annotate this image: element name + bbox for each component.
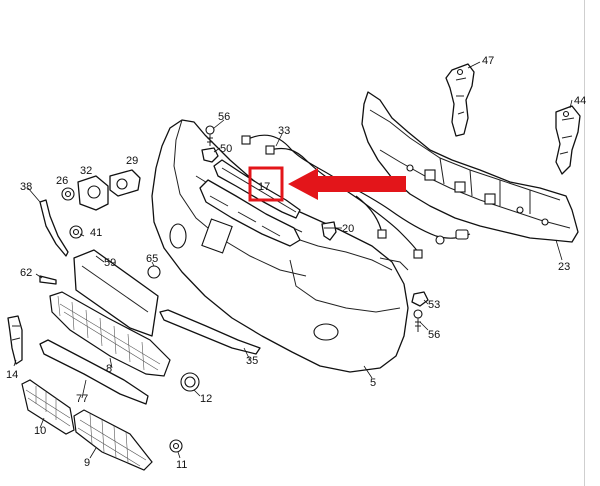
screw-part-56-top <box>205 125 215 146</box>
label-17: 17 <box>258 181 270 193</box>
impact-absorber-part-23 <box>361 91 579 243</box>
nut-part-53 <box>411 291 429 307</box>
cap-part-11 <box>169 439 183 453</box>
label-20: 20 <box>342 223 354 235</box>
wiring-harness-part-33 <box>241 134 471 259</box>
grille-part-10 <box>21 379 75 435</box>
label-35: 35 <box>246 355 258 367</box>
trim-strip-part-17 <box>213 159 301 219</box>
plug-part-65 <box>147 265 161 279</box>
sensor-holder-part-32 <box>77 175 109 211</box>
label-9: 9 <box>84 457 90 469</box>
part-26 <box>61 187 75 201</box>
clip-part-20 <box>321 221 337 241</box>
grille-part-9 <box>73 409 153 471</box>
center-grille-part-8 <box>49 291 171 377</box>
label-33: 33 <box>278 125 290 137</box>
bumper-cover-part-5 <box>151 119 409 373</box>
divider <box>584 0 585 486</box>
leader-lines <box>13 61 573 459</box>
moulding-part-38 <box>39 199 69 257</box>
label-32: 32 <box>80 165 92 177</box>
part-labels: 47 44 56 33 50 17 32 29 26 38 41 20 23 5… <box>6 55 586 471</box>
label-26: 26 <box>56 175 68 187</box>
label-53: 53 <box>428 299 440 311</box>
label-50: 50 <box>220 143 232 155</box>
label-5: 5 <box>370 377 376 389</box>
strip-part-35 <box>159 309 261 355</box>
label-14: 14 <box>6 369 18 381</box>
license-plate-base-part-59 <box>73 249 159 337</box>
nut-part-50 <box>201 147 219 163</box>
label-77: 77 <box>76 393 88 405</box>
sensor-part-29 <box>109 169 141 197</box>
label-47: 47 <box>482 55 494 67</box>
cap-part-41 <box>69 225 83 239</box>
label-11: 11 <box>176 459 187 471</box>
label-38: 38 <box>20 181 32 193</box>
highlight-arrow <box>288 168 406 200</box>
screw-part-56-bottom <box>413 309 423 332</box>
highlight-callout <box>248 166 406 202</box>
bracket-part-14 <box>7 315 23 365</box>
label-41: 41 <box>90 227 102 239</box>
ring-part-12 <box>180 372 200 392</box>
trim-strip-part-77 <box>39 339 149 405</box>
bracket-part-47 <box>445 63 475 137</box>
label-29: 29 <box>126 155 138 167</box>
label-56-top: 56 <box>218 111 230 123</box>
label-8: 8 <box>106 363 112 375</box>
bracket-part-44 <box>555 105 581 175</box>
label-12: 12 <box>200 393 212 405</box>
screw-part-62 <box>39 275 57 285</box>
label-10: 10 <box>34 425 46 437</box>
label-65: 65 <box>146 253 158 265</box>
label-23: 23 <box>558 261 570 273</box>
label-62: 62 <box>20 267 32 279</box>
label-44: 44 <box>574 95 586 107</box>
label-56-bottom: 56 <box>428 329 440 341</box>
highlight-box <box>248 166 284 202</box>
label-59: 59 <box>104 257 116 269</box>
